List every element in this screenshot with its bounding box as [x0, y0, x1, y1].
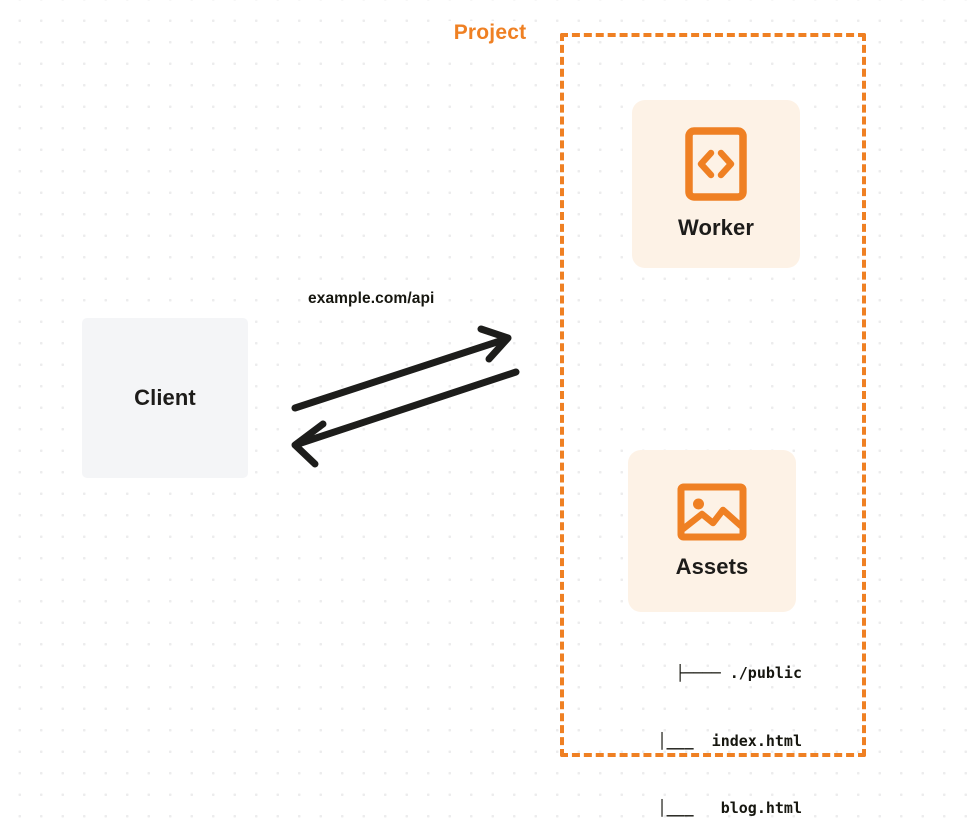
code-brackets-icon [685, 127, 747, 201]
project-container [560, 33, 866, 757]
client-node-label: Client [134, 385, 196, 410]
request-arrow [291, 325, 512, 412]
file-tree-line: ├──── ./public [675, 664, 802, 682]
assets-card[interactable]: Assets [628, 450, 796, 612]
assets-card-label: Assets [675, 554, 749, 579]
connector-label: example.com/api [308, 290, 435, 307]
assets-file-tree: ├──── ./public │___ index.html │___ blog… [600, 617, 802, 818]
file-tree-line: │___ index.html [612, 731, 802, 750]
client-node[interactable]: Client [82, 318, 248, 478]
project-title: Project [446, 21, 534, 45]
worker-card-label: Worker [678, 215, 754, 240]
worker-card[interactable]: Worker [632, 100, 800, 268]
image-icon [677, 482, 747, 542]
file-tree-line: │___ blog.html [612, 799, 802, 817]
response-arrow [291, 368, 520, 468]
